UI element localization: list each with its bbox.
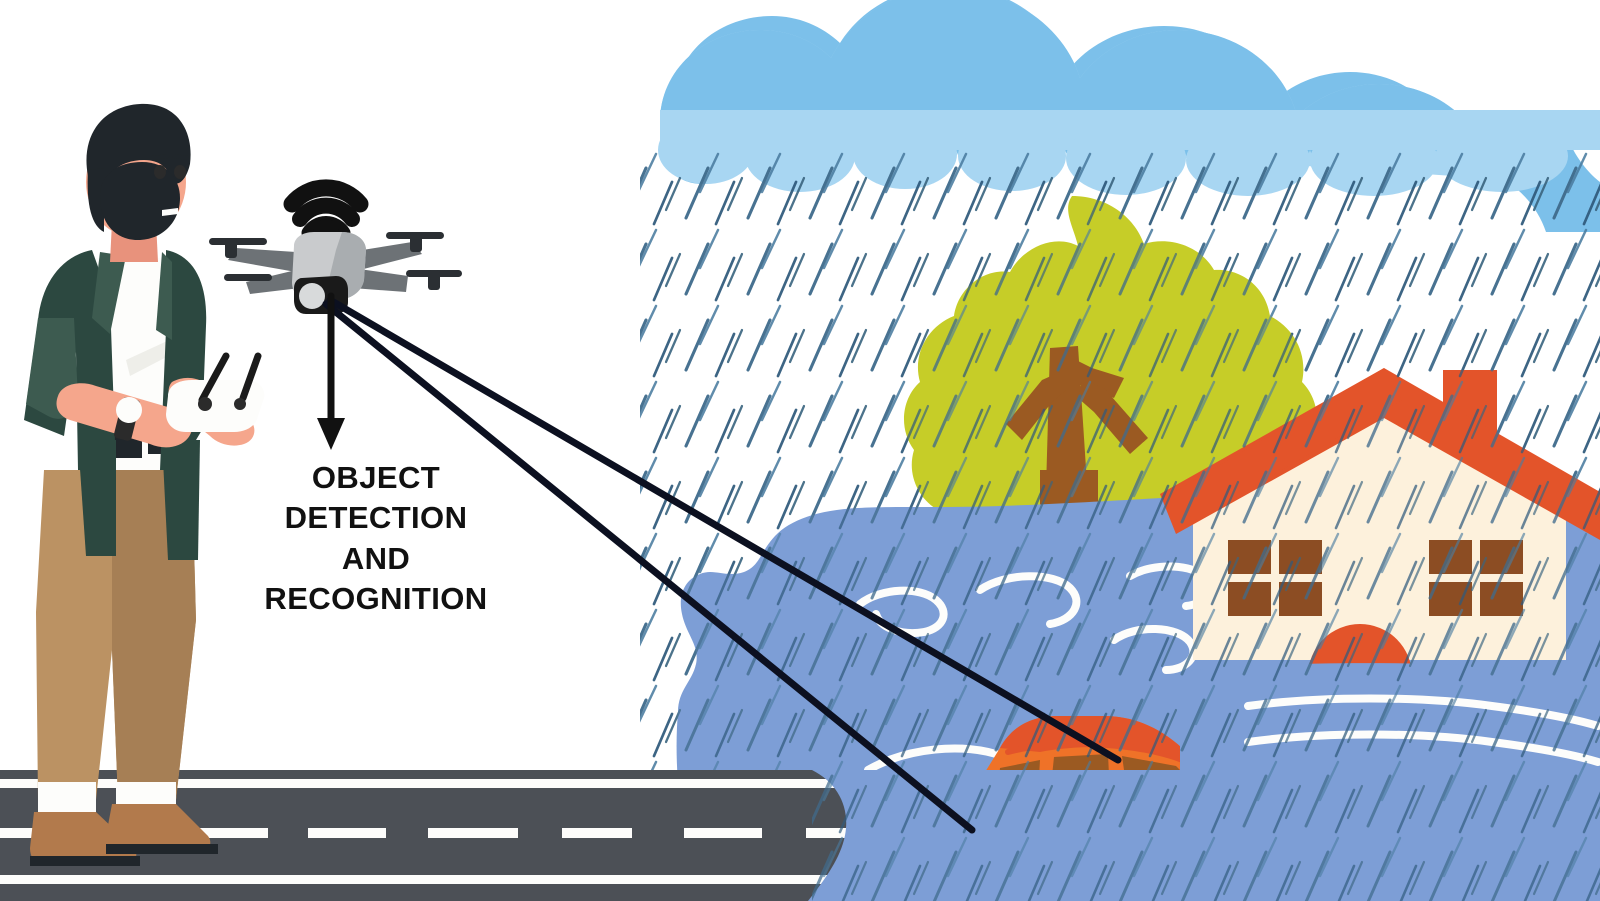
operator-eyebrow-right (172, 154, 190, 160)
operator-beard (100, 162, 180, 240)
operator-jacket-hem (78, 440, 116, 556)
operator-shoe-right (106, 804, 211, 854)
operator-eye-right (174, 165, 186, 179)
controller-antenna-left (198, 352, 230, 404)
operator-shoe-sole-right (106, 844, 218, 854)
camera-lens (299, 283, 325, 309)
operator-hair-side (87, 168, 104, 232)
arrow-head (317, 418, 345, 450)
operator-hair (86, 103, 191, 205)
controller-stick-right (234, 398, 246, 410)
detection-beams (322, 296, 1122, 834)
quadcopter-drone (209, 179, 462, 314)
down-arrow-to-caption (317, 292, 345, 450)
operator-shoes (30, 782, 218, 866)
road-bottom-edge-line (0, 875, 880, 884)
rain-layer-road (812, 770, 1600, 901)
operator-watch-face (116, 397, 142, 423)
operator-jacket-lapel-right (156, 252, 172, 340)
operator-mouth (162, 208, 178, 216)
controller-body (166, 380, 265, 432)
operator-shoe-sole-left (30, 856, 140, 866)
operator-jacket-hem-right (162, 440, 200, 560)
drone-rotors (209, 232, 462, 290)
detection-beam-upper (326, 296, 1122, 764)
road-top-edge-line (0, 779, 880, 788)
controller-stick-left (198, 397, 212, 411)
operator-eyebrow-left (150, 154, 170, 160)
detection-beam-lower (322, 300, 976, 834)
drone-arms (228, 242, 422, 294)
operator-eye-left (154, 165, 166, 179)
operator-jacket-lapel (92, 252, 126, 334)
caption-object-detection-and-recognition: OBJECT DETECTION AND RECOGNITION (264, 460, 488, 616)
remote-controller (166, 352, 265, 432)
controller-antenna-right (239, 352, 262, 402)
